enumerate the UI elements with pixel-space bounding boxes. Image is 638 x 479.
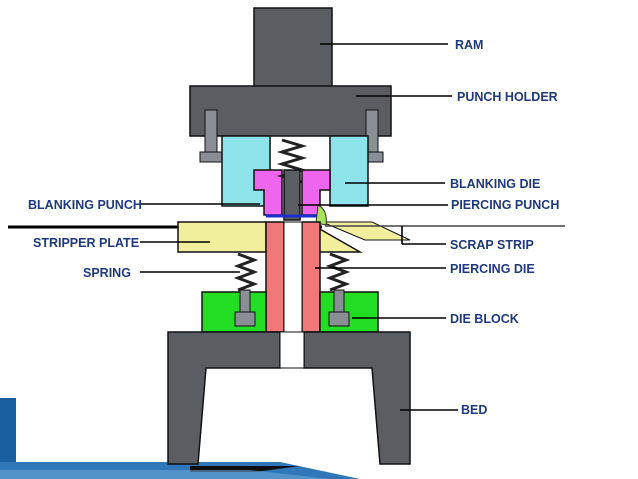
- label-stripper-plate: STRIPPER PLATE: [33, 236, 139, 250]
- label-spring: SPRING: [83, 266, 131, 280]
- label-blanking-die: BLANKING DIE: [450, 177, 540, 191]
- label-piercing-die: PIERCING DIE: [450, 262, 535, 276]
- ram: [253, 7, 333, 89]
- leader-scrap-strip: [401, 226, 446, 245]
- label-piercing-punch: PIERCING PUNCH: [451, 198, 559, 212]
- die-bolt-right: [328, 289, 350, 327]
- piercing-punch: [283, 169, 301, 221]
- label-punch-holder: PUNCH HOLDER: [457, 90, 558, 104]
- punch-holder: [189, 85, 392, 137]
- corner-accent: [0, 398, 360, 479]
- bed: [167, 331, 411, 465]
- die-bolt-left: [234, 289, 256, 327]
- scrap-strip: [315, 204, 565, 241]
- holder-bolt-right: [360, 109, 384, 163]
- label-scrap-strip: SCRAP STRIP: [450, 238, 534, 252]
- label-ram: RAM: [455, 38, 483, 52]
- stripper-plate: [177, 221, 267, 253]
- label-die-block: DIE BLOCK: [450, 312, 519, 326]
- label-blanking-punch: BLANKING PUNCH: [28, 198, 142, 212]
- spring-left: [233, 252, 259, 292]
- spring-right: [325, 252, 351, 292]
- label-bed: BED: [461, 403, 487, 417]
- piercing-die: [265, 221, 321, 333]
